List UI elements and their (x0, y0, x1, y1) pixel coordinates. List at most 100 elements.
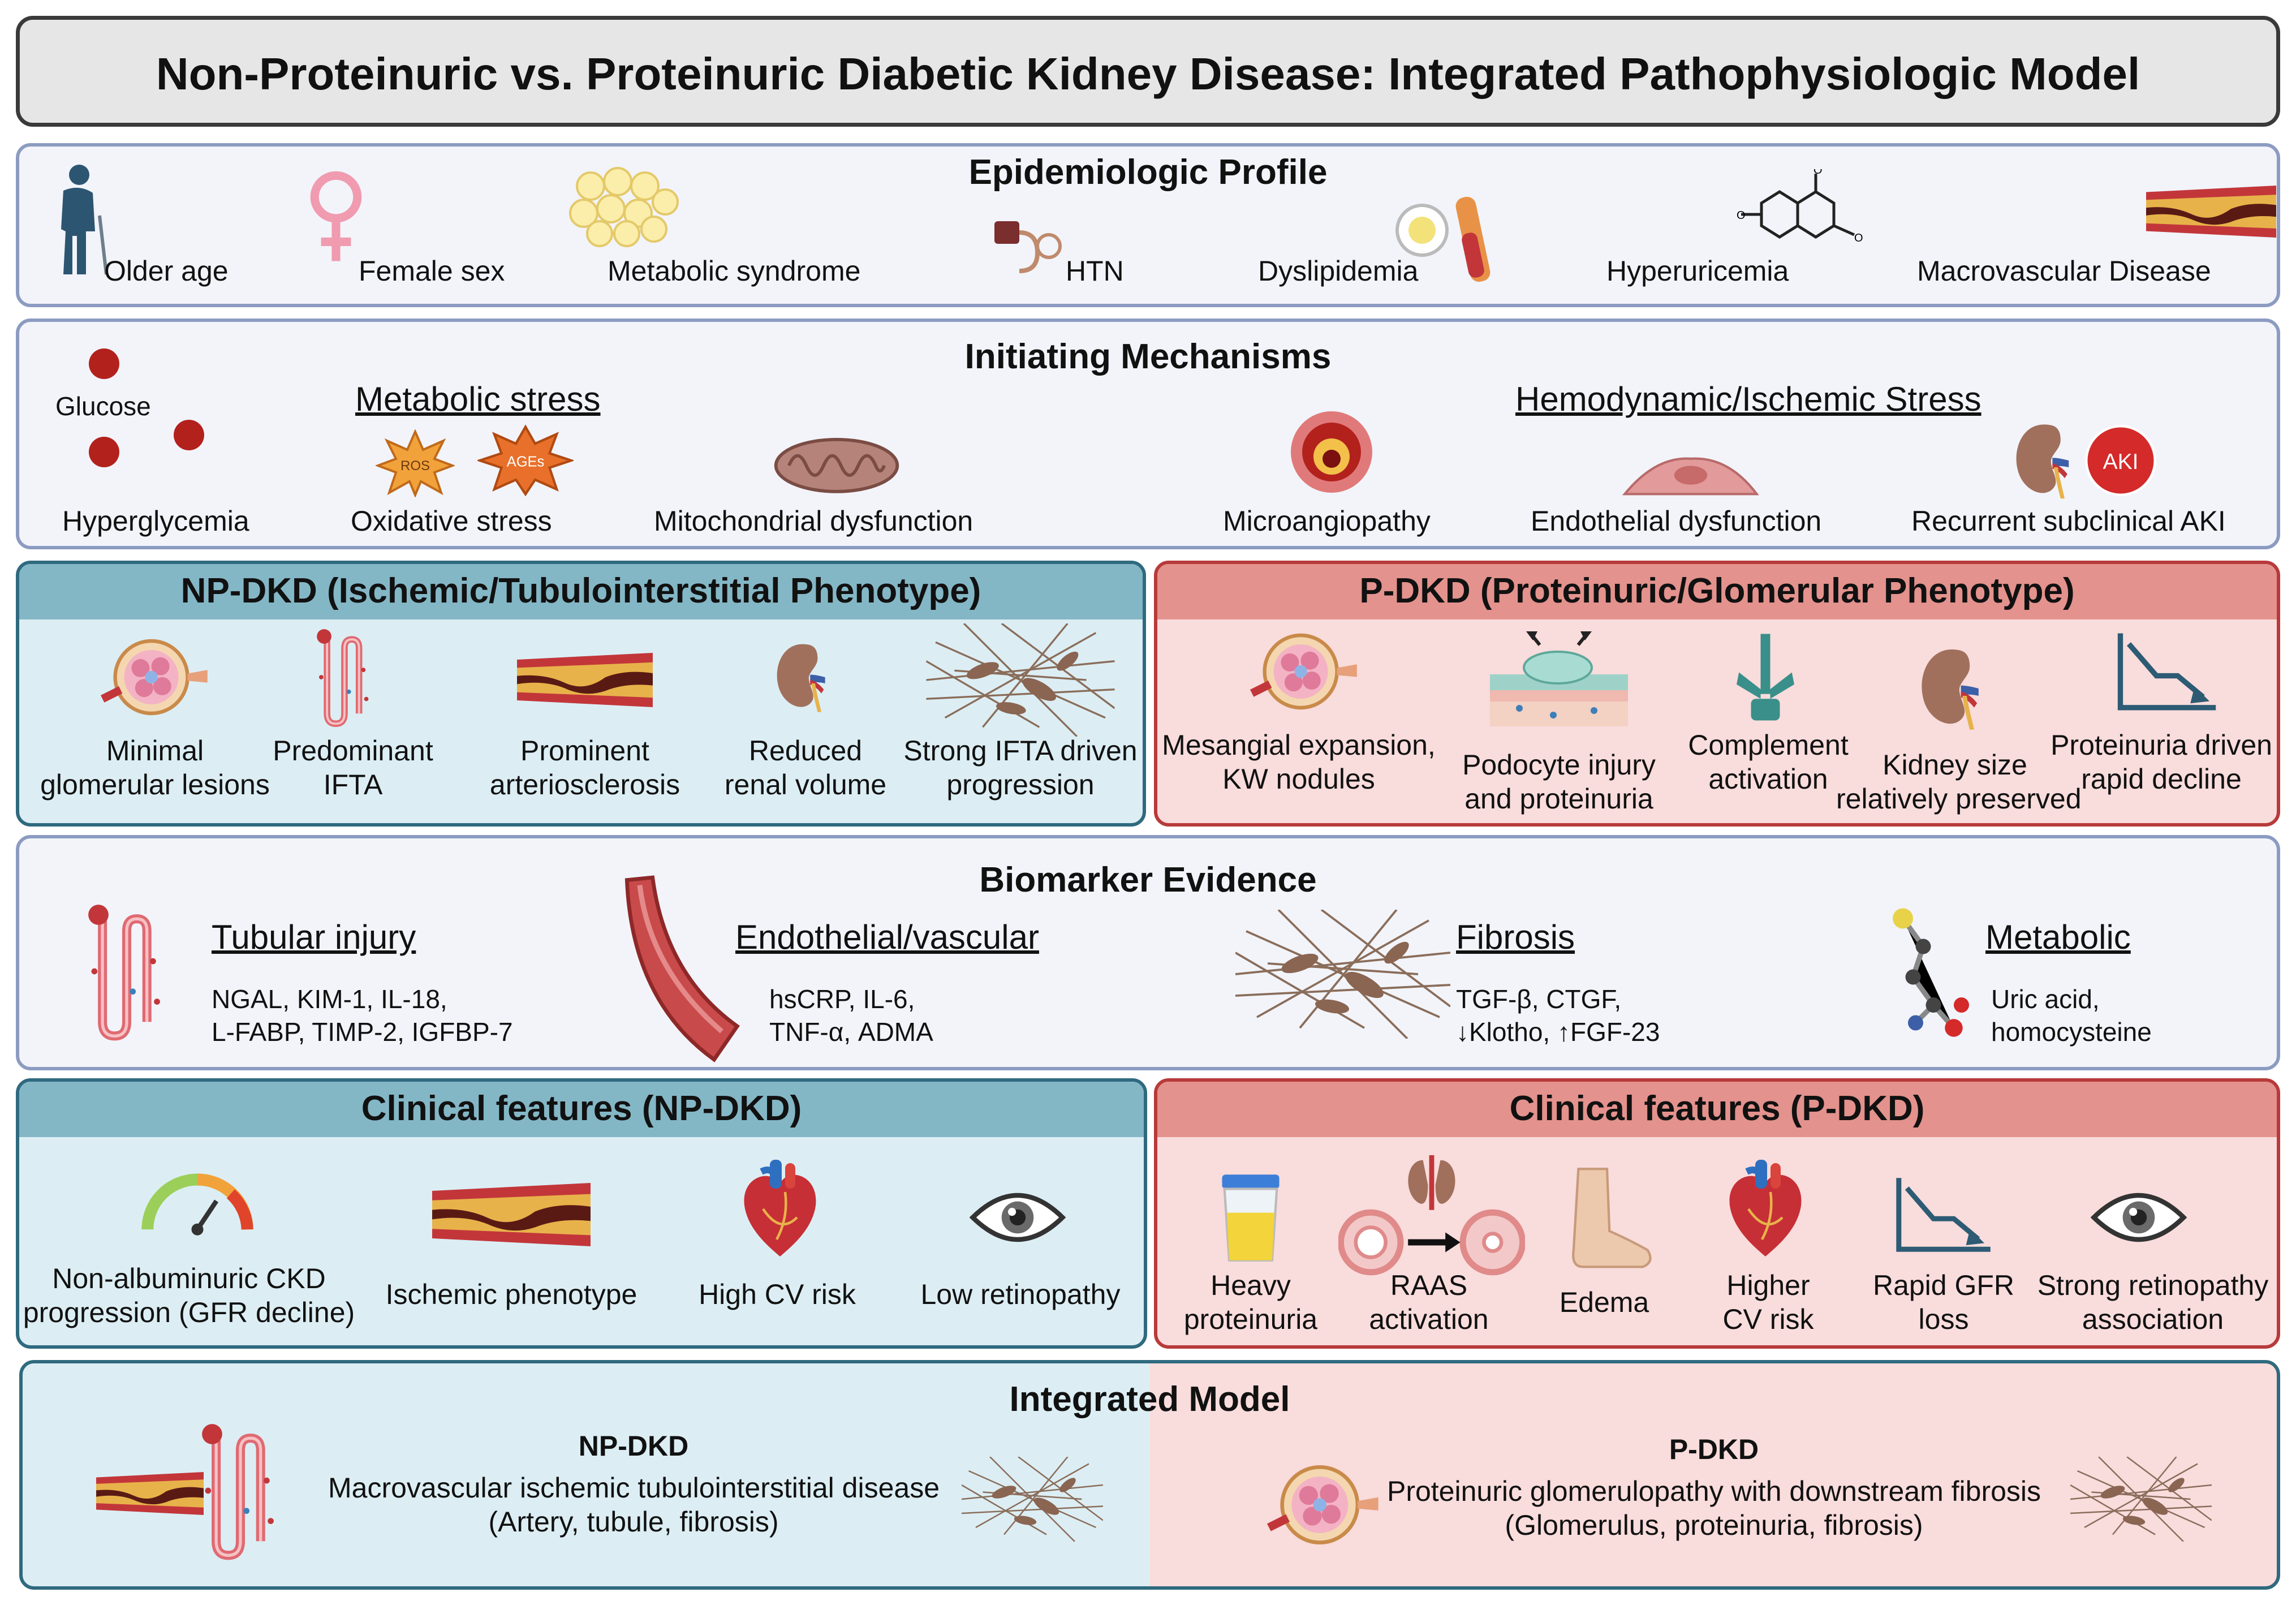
endothelial-cell-icon (1620, 450, 1761, 501)
foot-icon (1559, 1167, 1655, 1274)
clinical-p-title: Clinical features (P-DKD) (1509, 1089, 1925, 1128)
plaque-artery-icon (432, 1178, 591, 1251)
glucose-molecule-icon (172, 418, 206, 452)
fat-cells-icon (568, 163, 681, 248)
clinical-np-panel: Clinical features (NP-DKD) Non-albuminur… (16, 1078, 1147, 1349)
aki-label: AKI (2103, 450, 2139, 474)
biomarker-title: Biomarker Evidence (979, 860, 1317, 900)
heart-icon (1723, 1155, 1808, 1263)
tubule-icon (81, 901, 172, 1042)
epidemiologic-panel: Epidemiologic Profile Older age Female s… (16, 143, 2280, 307)
init-item-microangiopathy: Microangiopathy (1223, 505, 1431, 537)
complement-icon (1729, 629, 1802, 725)
fibrosis-icon (962, 1448, 1103, 1550)
kidney-icon (2010, 418, 2078, 503)
integrated-np-title: NP-DKD (578, 1430, 689, 1462)
biomarker-list: TGF-β, CTGF,↓Klotho, ↑FGF-23 (1456, 984, 1660, 1047)
integrated-p-line1: Proteinuric glomerulopathy with downstre… (1386, 1475, 2041, 1507)
elderly-person-icon (48, 163, 115, 277)
integrated-np-line1: Macrovascular ischemic tubulointerstitia… (328, 1472, 940, 1504)
biomarker-heading: Fibrosis (1456, 918, 1575, 956)
plaque-artery-icon (2146, 180, 2276, 243)
decline-chart-icon (1893, 1172, 1995, 1257)
decline-chart-icon (2113, 629, 2221, 714)
init-item-aki: Recurrent subclinical AKI (1911, 505, 2226, 537)
integrated-panel: Integrated Model NP-DKD Macrovascular is… (19, 1360, 2280, 1590)
np-phenotype-panel: NP-DKD (Ischemic/Tubulointerstitial Phen… (16, 561, 1146, 827)
integrated-p-line2: (Glomerulus, proteinuria, fibrosis) (1505, 1509, 1923, 1541)
epi-item-older-age: Older age (104, 255, 229, 287)
glomerulus-icon (1248, 626, 1361, 717)
eye-icon (970, 1189, 1066, 1246)
integrated-np-line2: (Artery, tubule, fibrosis) (488, 1506, 779, 1538)
epidemiology-title: Epidemiologic Profile (968, 153, 1328, 192)
tubule-icon (308, 626, 381, 728)
glucose-molecule-icon (87, 347, 121, 381)
title-banner: Non-Proteinuric vs. Proteinuric Diabetic… (16, 16, 2280, 127)
biomarker-heading: Metabolic (1985, 918, 2131, 956)
p-phenotype-title: P-DKD (Proteinuric/Glomerular Phenotype) (1359, 571, 2075, 610)
tubule-icon (198, 1420, 283, 1561)
vessel-cross-section-icon (1286, 407, 1377, 497)
epi-item-macrovascular: Macrovascular Disease (1917, 255, 2211, 287)
biomarker-panel: Biomarker Evidence Tubular injury NGAL, … (16, 835, 2280, 1070)
epi-item-htn: HTN (1066, 255, 1124, 287)
blood-pressure-icon (992, 214, 1066, 282)
heart-icon (738, 1155, 822, 1263)
svg-text:O: O (1813, 169, 1823, 177)
ros-burst-icon: ROS (376, 429, 455, 497)
urine-cup-icon (1214, 1172, 1287, 1263)
glomerulus-icon (1267, 1448, 1380, 1561)
integrated-title: Integrated Model (1009, 1380, 1290, 1419)
epi-item-metabolic-syndrome: Metabolic syndrome (608, 255, 861, 287)
metabolic-stress-heading: Metabolic stress (355, 380, 601, 418)
amino-acid-molecule-icon (1875, 901, 1982, 1053)
init-item-mitochondrial: Mitochondrial dysfunction (654, 505, 973, 537)
lipid-tube-icon (1388, 192, 1501, 294)
biomarker-heading: Tubular injury (212, 918, 416, 956)
ages-burst-icon: AGEs (477, 424, 574, 497)
raas-icon (1338, 1155, 1525, 1280)
fibrosis-icon (902, 623, 1139, 737)
epi-item-female-sex: Female sex (359, 255, 505, 287)
eye-icon (2091, 1189, 2187, 1246)
fibrosis-icon (1235, 901, 1450, 1048)
init-item-endothelial: Endothelial dysfunction (1531, 505, 1822, 537)
main-title: Non-Proteinuric vs. Proteinuric Diabetic… (156, 49, 2140, 99)
hemodynamic-stress-heading: Hemodynamic/Ischemic Stress (1515, 380, 1981, 418)
fibrosis-icon (2070, 1448, 2212, 1550)
svg-text:O: O (1737, 209, 1746, 222)
clinical-np-item: Low retinopathy (920, 1279, 1121, 1310)
uric-acid-molecule-icon: O O O (1728, 169, 1886, 260)
female-symbol-icon (302, 169, 370, 265)
mitochondria-icon (772, 429, 902, 497)
ages-label: AGEs (507, 454, 545, 470)
clinical-np-item: Ischemic phenotype (385, 1279, 637, 1310)
init-item-oxidative-stress: Oxidative stress (351, 505, 552, 537)
p-phenotype-panel: P-DKD (Proteinuric/Glomerular Phenotype)… (1154, 561, 2280, 827)
gauge-icon (138, 1167, 257, 1240)
initiating-title: Initiating Mechanisms (964, 337, 1332, 376)
kidney-icon (772, 638, 834, 717)
plaque-artery-icon (517, 649, 653, 711)
biomarker-list: hsCRP, IL-6,TNF-α, ADMA (769, 984, 933, 1047)
init-item-hyperglycemia: Hyperglycemia (62, 505, 249, 537)
svg-text:O: O (1854, 232, 1863, 244)
p-pheno-item: Mesangial expansion,KW nodules (1162, 729, 1436, 795)
aki-badge-icon: AKI (2084, 424, 2157, 497)
biomarker-list: Uric acid,homocysteine (1991, 984, 2152, 1047)
